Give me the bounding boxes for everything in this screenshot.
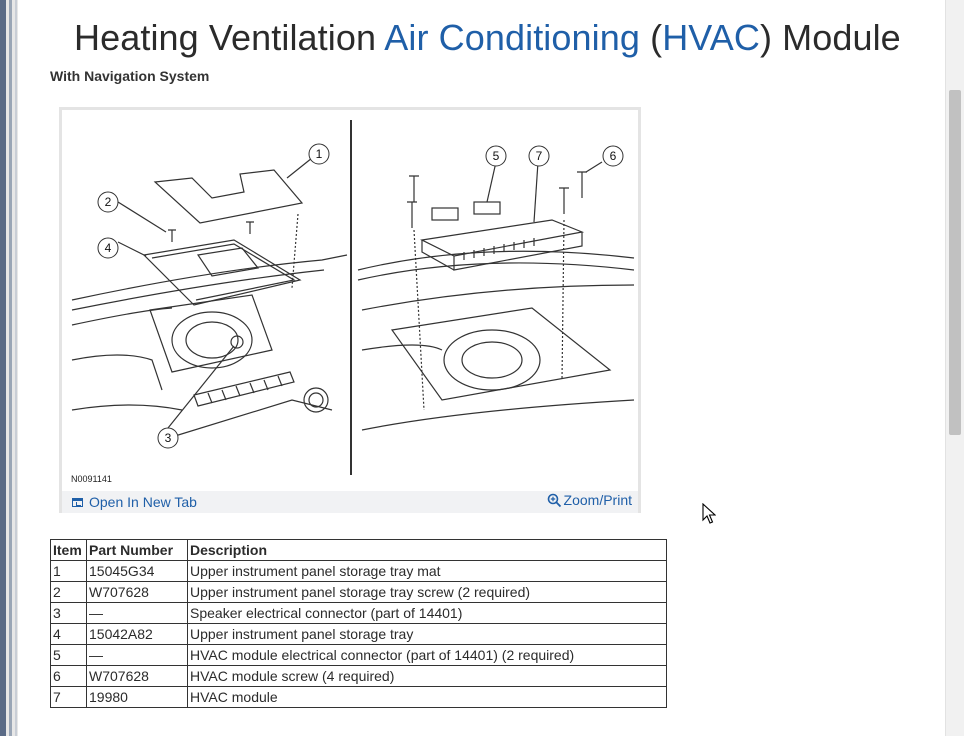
cell-item: 5 bbox=[50, 644, 87, 666]
cell-item: 7 bbox=[50, 686, 87, 708]
table-row: 2 W707628 Upper instrument panel storage… bbox=[50, 581, 667, 603]
section-subtitle: With Navigation System bbox=[50, 68, 210, 84]
cell-description: HVAC module screw (4 required) bbox=[187, 665, 667, 687]
table-row: 4 15042A82 Upper instrument panel storag… bbox=[50, 623, 667, 645]
callout-4: 4 bbox=[97, 237, 119, 259]
svg-text:6: 6 bbox=[610, 149, 617, 163]
callout-1: 1 bbox=[308, 143, 330, 165]
cell-part-number: W707628 bbox=[86, 665, 188, 687]
cell-item: 3 bbox=[50, 602, 87, 624]
cell-item: 6 bbox=[50, 665, 87, 687]
callout-6: 6 bbox=[602, 145, 624, 167]
magnifier-icon bbox=[547, 493, 561, 507]
cell-part-number: 15045G34 bbox=[86, 560, 188, 582]
cell-description: Upper instrument panel storage tray bbox=[187, 623, 667, 645]
cell-part-number: — bbox=[86, 602, 188, 624]
table-row: 5 — HVAC module electrical connector (pa… bbox=[50, 644, 667, 666]
page-title: Heating Ventilation Air Conditioning (HV… bbox=[74, 17, 901, 58]
svg-text:2: 2 bbox=[105, 195, 112, 209]
col-part-number-header: Part Number bbox=[86, 539, 188, 561]
table-row: 6 W707628 HVAC module screw (4 required) bbox=[50, 665, 667, 687]
cell-item: 1 bbox=[50, 560, 87, 582]
cell-item: 2 bbox=[50, 581, 87, 603]
open-in-new-tab-label: Open In New Tab bbox=[89, 494, 197, 510]
cell-description: Speaker electrical connector (part of 14… bbox=[187, 602, 667, 624]
table-row: 1 15045G34 Upper instrument panel storag… bbox=[50, 560, 667, 582]
parts-table: Item Part Number Description 1 15045G34 … bbox=[50, 539, 667, 708]
cell-part-number: — bbox=[86, 644, 188, 666]
cell-part-number: 15042A82 bbox=[86, 623, 188, 645]
open-in-new-tab-link[interactable]: Open In New Tab bbox=[72, 494, 197, 510]
zoom-print-link[interactable]: Zoom/Print bbox=[547, 492, 632, 508]
hvac-link[interactable]: HVAC bbox=[662, 17, 760, 58]
callout-7: 7 bbox=[528, 145, 550, 167]
figure-toolbar: Open In New Tab Zoom/Print bbox=[62, 491, 638, 513]
svg-text:4: 4 bbox=[105, 241, 112, 255]
table-row: 7 19980 HVAC module bbox=[50, 686, 667, 708]
cell-description: Upper instrument panel storage tray scre… bbox=[187, 581, 667, 603]
table-header-row: Item Part Number Description bbox=[50, 539, 667, 561]
svg-text:7: 7 bbox=[536, 149, 543, 163]
cell-item: 4 bbox=[50, 623, 87, 645]
callout-2: 2 bbox=[97, 191, 119, 213]
svg-text:5: 5 bbox=[493, 149, 500, 163]
vertical-scrollbar[interactable] bbox=[945, 0, 964, 736]
col-item-header: Item bbox=[50, 539, 87, 561]
open-in-new-tab-icon bbox=[72, 497, 83, 507]
svg-text:3: 3 bbox=[165, 431, 172, 445]
figure-id: N0091141 bbox=[71, 474, 112, 484]
cell-description: Upper instrument panel storage tray mat bbox=[187, 560, 667, 582]
zoom-print-label: Zoom/Print bbox=[563, 492, 632, 508]
scrollbar-thumb[interactable] bbox=[949, 90, 961, 435]
cell-description: HVAC module electrical connector (part o… bbox=[187, 644, 667, 666]
hvac-illustration[interactable]: 1 2 3 4 5 6 7 bbox=[62, 110, 638, 490]
table-row: 3 — Speaker electrical connector (part o… bbox=[50, 602, 667, 624]
svg-text:1: 1 bbox=[316, 147, 323, 161]
cell-description: HVAC module bbox=[187, 686, 667, 708]
cell-part-number: 19980 bbox=[86, 686, 188, 708]
callout-5: 5 bbox=[485, 145, 507, 167]
col-description-header: Description bbox=[187, 539, 667, 561]
mouse-pointer-icon bbox=[702, 503, 716, 524]
callout-3: 3 bbox=[157, 427, 179, 449]
window-left-edge bbox=[0, 0, 18, 736]
figure-container: 1 2 3 4 5 6 7 bbox=[59, 107, 641, 513]
cell-part-number: W707628 bbox=[86, 581, 188, 603]
air-conditioning-link[interactable]: Air Conditioning bbox=[384, 17, 640, 58]
